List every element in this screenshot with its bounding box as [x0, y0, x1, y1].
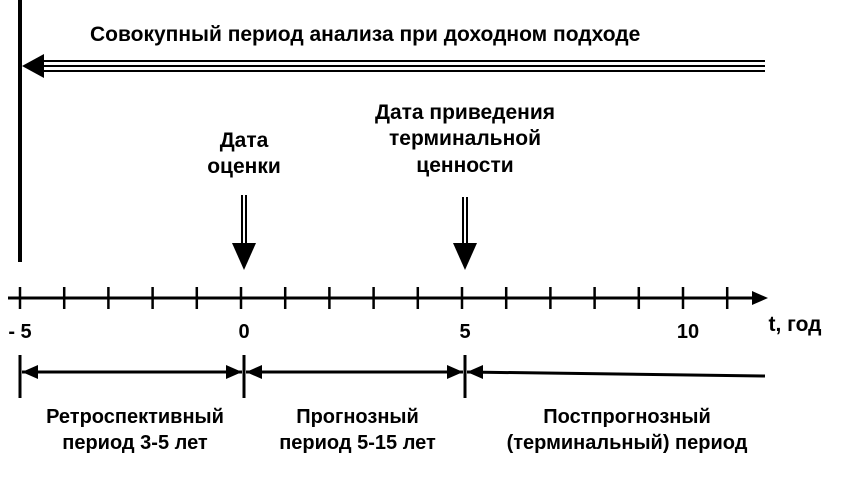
terminal-date-arrow — [453, 197, 477, 270]
period-arrows — [18, 355, 766, 398]
tick-label-10: 10 — [676, 321, 700, 343]
valuation-date-arrow — [232, 195, 256, 270]
time-axis — [8, 287, 768, 309]
total-period-arrow — [22, 54, 765, 78]
terminal-date-line2: терминальной — [389, 127, 541, 151]
terminal-date-label: Дата приведения терминальной ценности — [355, 100, 575, 179]
tick-label-minus5: - 5 — [8, 321, 32, 343]
axis-unit-label: t, год — [768, 313, 822, 336]
retro-period-label: Ретроспективный период 3-5 лет — [20, 404, 250, 456]
retro-period-line1: Ретроспективный — [46, 406, 224, 428]
tick-label-0: 0 — [238, 321, 250, 343]
forecast-period-label: Прогнозный период 5-15 лет — [255, 404, 460, 456]
postforecast-period-line1: Постпрогнозный — [543, 406, 711, 428]
retro-period-line2: период 3-5 лет — [62, 432, 208, 454]
total-period-title: Совокупный период анализа при доходном п… — [90, 23, 641, 46]
terminal-date-line3: ценности — [416, 153, 514, 177]
tick-label-5: 5 — [459, 321, 471, 343]
valuation-date-label: Дата оценки — [194, 128, 294, 181]
axis-ticks — [18, 287, 729, 309]
terminal-date-line1: Дата приведения — [374, 101, 556, 124]
postforecast-period-label: Постпрогнозный (терминальный) период — [482, 404, 772, 456]
forecast-period-line2: период 5-15 лет — [279, 432, 436, 454]
postforecast-period-arrow — [466, 370, 766, 378]
postforecast-period-line2: (терминальный) период — [506, 432, 748, 454]
valuation-date-line2: оценки — [207, 155, 281, 179]
forecast-period-line1: Прогнозный — [296, 406, 419, 428]
valuation-date-line1: Дата — [219, 129, 269, 152]
